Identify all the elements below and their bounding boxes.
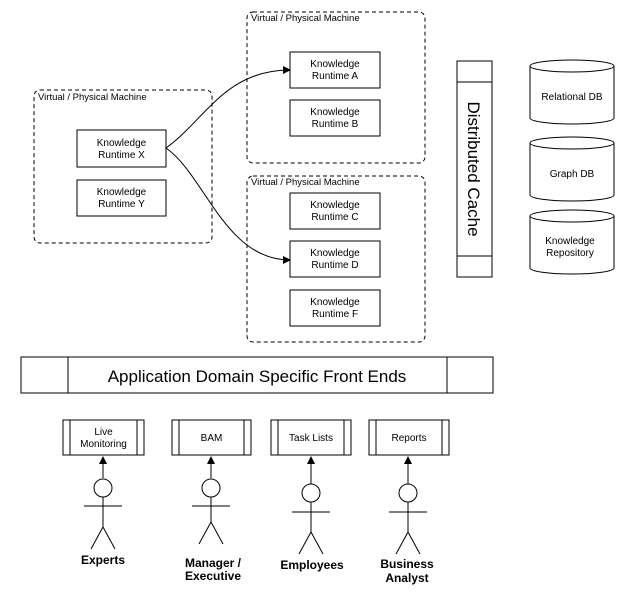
- actor-manager-line-1: Manager /: [185, 556, 242, 570]
- machine-left-label: Virtual / Physical Machine: [38, 92, 147, 103]
- knowledge-repository-cylinder[interactable]: Knowledge Repository: [529, 209, 615, 275]
- runtime-f-line-2: Runtime F: [312, 309, 358, 320]
- runtime-d-line-1: Knowledge: [310, 248, 360, 259]
- actor-business-analyst[interactable]: [389, 483, 427, 555]
- machine-bottom-right-label: Virtual / Physical Machine: [251, 177, 360, 188]
- connector-x-to-a: [165, 66, 291, 149]
- runtime-b-line-1: Knowledge: [310, 107, 360, 118]
- machine-bottom-right: Virtual / Physical Machine: [246, 175, 426, 343]
- actor-manager-line-2: Executive: [185, 569, 241, 583]
- actor-experts-icon: [93, 478, 113, 498]
- machine-top-right-label: Virtual / Physical Machine: [251, 13, 360, 24]
- runtime-b[interactable]: Knowledge Runtime B: [289, 99, 381, 137]
- knowledge-repository-line-1: Knowledge: [545, 236, 595, 247]
- actor-employees-icon: [301, 483, 321, 503]
- connector-x-to-d: [165, 147, 291, 264]
- relational-db-label: Relational DB: [541, 92, 602, 103]
- tool-task-lists-label: Task Lists: [289, 433, 333, 444]
- tool-bam-label: BAM: [201, 433, 223, 444]
- relational-db-cylinder[interactable]: Relational DB: [529, 59, 615, 125]
- runtime-y[interactable]: Knowledge Runtime Y: [76, 179, 167, 217]
- actor-manager[interactable]: [192, 478, 230, 545]
- actor-experts[interactable]: [84, 478, 122, 550]
- runtime-x-line-1: Knowledge: [97, 138, 147, 149]
- graph-db-label: Graph DB: [550, 169, 595, 180]
- actor-business-analyst-line-2: Analyst: [385, 571, 428, 585]
- tool-live-monitoring-line-1: Live: [94, 427, 113, 438]
- runtime-c[interactable]: Knowledge Runtime C: [289, 192, 381, 230]
- runtime-y-line-1: Knowledge: [97, 187, 147, 198]
- actor-employees-label: Employees: [280, 558, 344, 572]
- front-ends-bar[interactable]: Application Domain Specific Front Ends: [20, 356, 494, 394]
- actor-manager-icon: [201, 478, 221, 498]
- actor-experts-label: Experts: [81, 553, 125, 567]
- distributed-cache-label: Distributed Cache: [464, 101, 483, 236]
- actor-employees[interactable]: [292, 483, 330, 555]
- tool-reports-label: Reports: [391, 433, 426, 444]
- tool-live-monitoring-line-2: Monitoring: [80, 439, 127, 450]
- tool-live-monitoring[interactable]: Live Monitoring: [62, 419, 145, 456]
- runtime-b-line-2: Runtime B: [312, 119, 359, 130]
- tool-task-lists[interactable]: Task Lists: [270, 419, 352, 456]
- tool-reports[interactable]: Reports: [368, 419, 450, 456]
- runtime-d[interactable]: Knowledge Runtime D: [289, 240, 381, 278]
- actor-business-analyst-icon: [398, 483, 418, 503]
- knowledge-repository-line-2: Repository: [546, 248, 594, 259]
- runtime-a-line-1: Knowledge: [310, 59, 360, 70]
- runtime-f-line-1: Knowledge: [310, 297, 360, 308]
- runtime-x[interactable]: Knowledge Runtime X: [76, 129, 167, 168]
- runtime-y-line-2: Runtime Y: [98, 199, 145, 210]
- runtime-c-line-2: Runtime C: [311, 212, 358, 223]
- tool-bam[interactable]: BAM: [171, 419, 252, 456]
- machine-left: Virtual / Physical Machine: [33, 89, 213, 244]
- actor-business-analyst-line-1: Business: [380, 557, 434, 571]
- runtime-a-line-2: Runtime A: [312, 71, 358, 82]
- runtime-f[interactable]: Knowledge Runtime F: [289, 289, 381, 327]
- front-ends-label: Application Domain Specific Front Ends: [108, 367, 407, 386]
- runtime-x-line-2: Runtime X: [98, 150, 145, 161]
- machine-top-right: Virtual / Physical Machine: [246, 11, 426, 164]
- runtime-d-line-2: Runtime D: [311, 260, 358, 271]
- distributed-cache[interactable]: Distributed Cache: [456, 60, 493, 278]
- graph-db-cylinder[interactable]: Graph DB: [529, 136, 615, 202]
- runtime-c-line-1: Knowledge: [310, 200, 360, 211]
- runtime-a[interactable]: Knowledge Runtime A: [289, 51, 381, 89]
